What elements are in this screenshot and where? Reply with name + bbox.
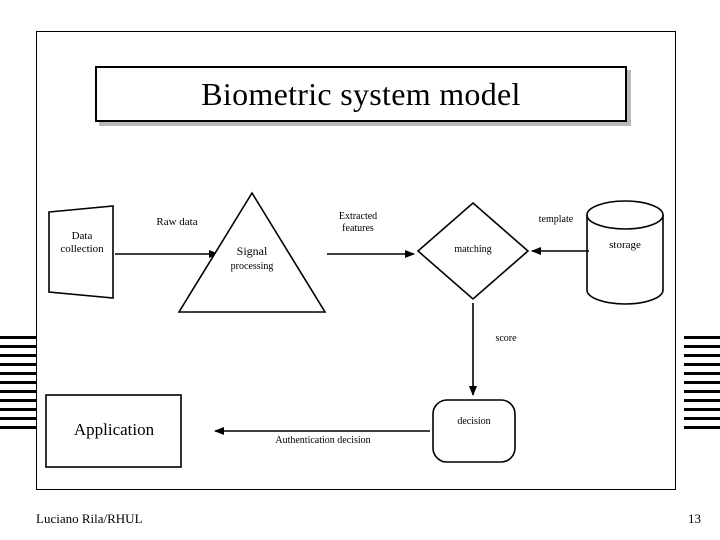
node-label-data-collection: Data collection: [60, 230, 104, 255]
edge-label-template: template: [538, 214, 574, 225]
title-box: Biometric system model: [95, 66, 627, 122]
node-label-matching: matching: [454, 244, 492, 255]
edge-label-raw-data: Raw data: [156, 216, 198, 228]
footer-page-number: 13: [688, 511, 701, 526]
node-label-signal-processing: Signal processing: [230, 244, 274, 272]
biometric-system-diagram: Data collection Signal processing matchi…: [36, 170, 676, 490]
node-signal-processing: [177, 191, 327, 313]
node-data-collection: [48, 205, 114, 299]
node-storage: [586, 200, 664, 305]
node-application: [45, 394, 182, 468]
edge-label-score: score: [495, 333, 517, 344]
hatch-bar-right: [684, 336, 720, 432]
edge-label-extracted-features: Extracted features: [338, 211, 378, 234]
node-decision: [432, 399, 516, 463]
edge-label-authentication-decision: Authentication decision: [275, 435, 371, 446]
hatch-bar-left: [0, 336, 36, 432]
node-matching: [416, 201, 530, 301]
node-label-decision: decision: [457, 416, 491, 427]
node-label-storage: storage: [609, 239, 641, 251]
footer-author: Luciano Rila/RHUL: [36, 511, 143, 526]
page-title: Biometric system model: [201, 75, 521, 112]
node-label-application: Application: [73, 420, 155, 439]
